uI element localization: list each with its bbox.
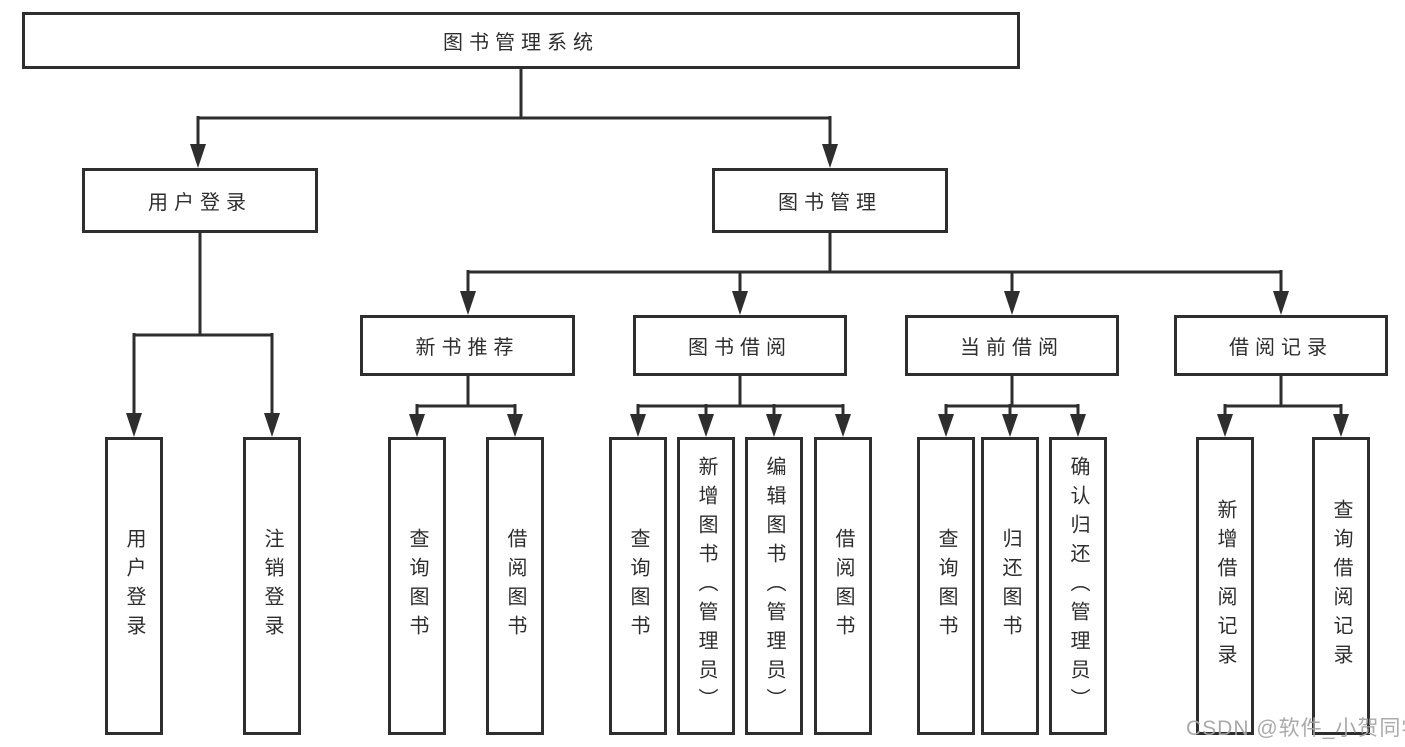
node-add-books-admin-label: 新增图书（管理员）	[695, 455, 717, 717]
edge-book-borrow-children	[630, 376, 851, 437]
edge-book-management-children	[460, 233, 1289, 315]
node-root: 图书管理系统	[22, 12, 1020, 69]
node-edit-books-admin: 编辑图书（管理员）	[745, 437, 803, 735]
edge-new-book-children	[409, 376, 523, 437]
node-query-borrow-record-label: 查询借阅记录	[1330, 499, 1352, 673]
node-current-borrowing-label: 当前借阅	[960, 337, 1064, 359]
node-new-book-recommend-label: 新书推荐	[415, 337, 520, 359]
node-query-borrow-record: 查询借阅记录	[1312, 437, 1370, 735]
node-user-login-func: 用户登录	[105, 437, 163, 735]
node-book-management-label: 图书管理	[778, 192, 882, 214]
watermark: CSDN @软件_小贺同学	[1186, 717, 1405, 740]
node-book-borrowing-label: 图书借阅	[688, 337, 792, 359]
node-book-management: 图书管理	[712, 168, 948, 233]
node-recommend-query-books: 查询图书	[388, 437, 446, 735]
node-recommend-borrow-books-label: 借阅图书	[504, 528, 526, 644]
edge-user-login-children	[126, 233, 280, 437]
node-user-login: 用户登录	[82, 168, 318, 233]
node-borrow-query-books-label: 查询图书	[627, 528, 649, 644]
node-borrowing-records-label: 借阅记录	[1229, 337, 1333, 359]
node-return-books-label: 归还图书	[999, 528, 1021, 644]
node-confirm-return-admin: 确认归还（管理员）	[1049, 437, 1107, 735]
edge-records-children	[1217, 376, 1349, 437]
node-borrow-query-books: 查询图书	[609, 437, 667, 735]
node-recommend-query-books-label: 查询图书	[406, 528, 428, 644]
node-current-query-books-label: 查询图书	[935, 528, 957, 644]
node-user-login-label: 用户登录	[148, 192, 252, 214]
node-book-borrowing: 图书借阅	[633, 315, 847, 376]
node-add-borrow-record-label: 新增借阅记录	[1214, 499, 1236, 673]
edge-root-to-level2	[190, 68, 838, 168]
node-edit-books-admin-label: 编辑图书（管理员）	[763, 455, 785, 717]
node-root-label: 图书管理系统	[443, 32, 599, 54]
node-user-login-func-label: 用户登录	[123, 528, 145, 644]
node-confirm-return-admin-label: 确认归还（管理员）	[1067, 455, 1089, 717]
node-recommend-borrow-books: 借阅图书	[486, 437, 544, 735]
node-logout-func: 注销登录	[243, 437, 301, 735]
node-new-book-recommend: 新书推荐	[360, 315, 575, 376]
node-borrow-books: 借阅图书	[814, 437, 872, 735]
node-borrowing-records: 借阅记录	[1174, 315, 1388, 376]
node-return-books: 归还图书	[981, 437, 1039, 735]
node-add-books-admin: 新增图书（管理员）	[677, 437, 735, 735]
edge-current-borrow-children	[938, 376, 1086, 437]
node-logout-func-label: 注销登录	[261, 528, 283, 644]
node-current-borrowing: 当前借阅	[905, 315, 1119, 376]
node-borrow-books-label: 借阅图书	[832, 528, 854, 644]
node-current-query-books: 查询图书	[917, 437, 975, 735]
node-add-borrow-record: 新增借阅记录	[1196, 437, 1254, 735]
